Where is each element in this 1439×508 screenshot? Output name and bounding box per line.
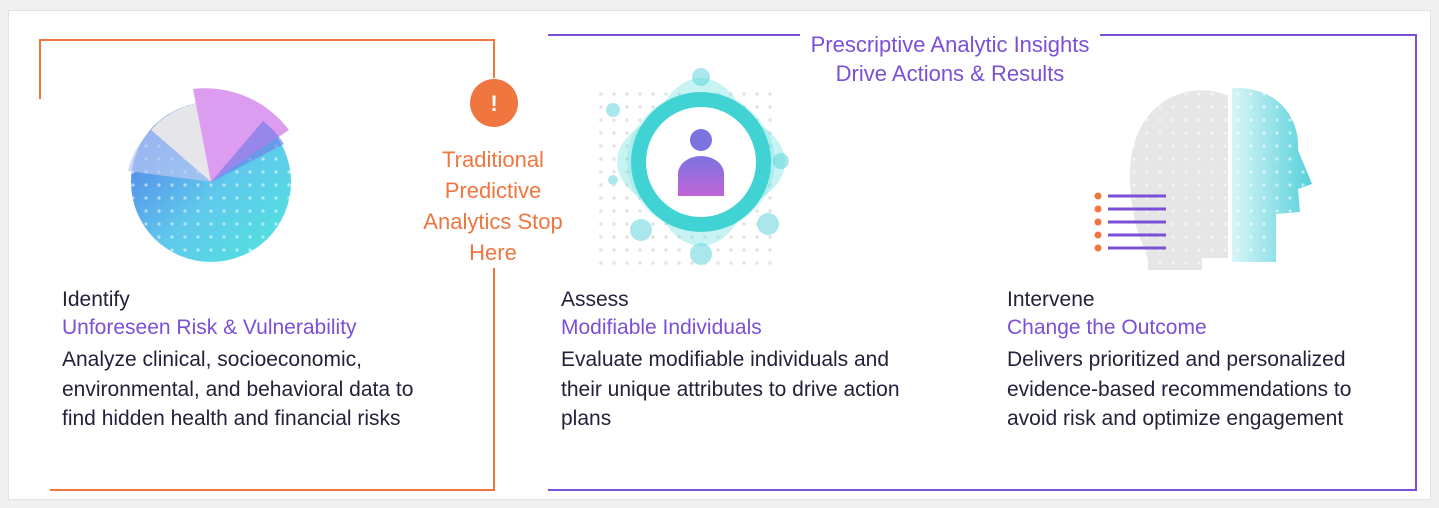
step-description: Evaluate modifiable individuals and thei…	[561, 348, 900, 430]
step-subheading: Unforeseen Risk & Vulnerability	[62, 316, 357, 339]
step-heading: Intervene	[1007, 288, 1095, 311]
step-subheading: Modifiable Individuals	[561, 316, 762, 339]
step-subheading: Change the Outcome	[1007, 316, 1207, 339]
traditional-bracket-top	[39, 39, 495, 99]
person-circle-icon	[598, 68, 789, 268]
head-profile-icon	[1094, 87, 1312, 271]
step-assess: Assess Modifiable Individuals Evaluate m…	[561, 286, 931, 434]
step-description: Delivers prioritized and personalized ev…	[1007, 348, 1352, 430]
traditional-analytics-label: Traditional Predictive Analytics Stop He…	[418, 144, 568, 268]
step-identify: Identify Unforeseen Risk & Vulnerability…	[62, 286, 442, 434]
step-description: Analyze clinical, socioeconomic, environ…	[62, 348, 414, 430]
alert-icon	[470, 79, 518, 127]
prescriptive-analytics-label: Prescriptive Analytic Insights Drive Act…	[800, 30, 1100, 88]
prescriptive-bracket-top-right	[548, 34, 1417, 491]
traditional-bracket-bottom	[50, 268, 495, 491]
step-intervene: Intervene Change the Outcome Delivers pr…	[1007, 286, 1387, 434]
pie-chart-icon	[128, 88, 291, 262]
alert-symbol: !	[490, 91, 497, 116]
step-heading: Identify	[62, 288, 130, 311]
step-heading: Assess	[561, 288, 629, 311]
